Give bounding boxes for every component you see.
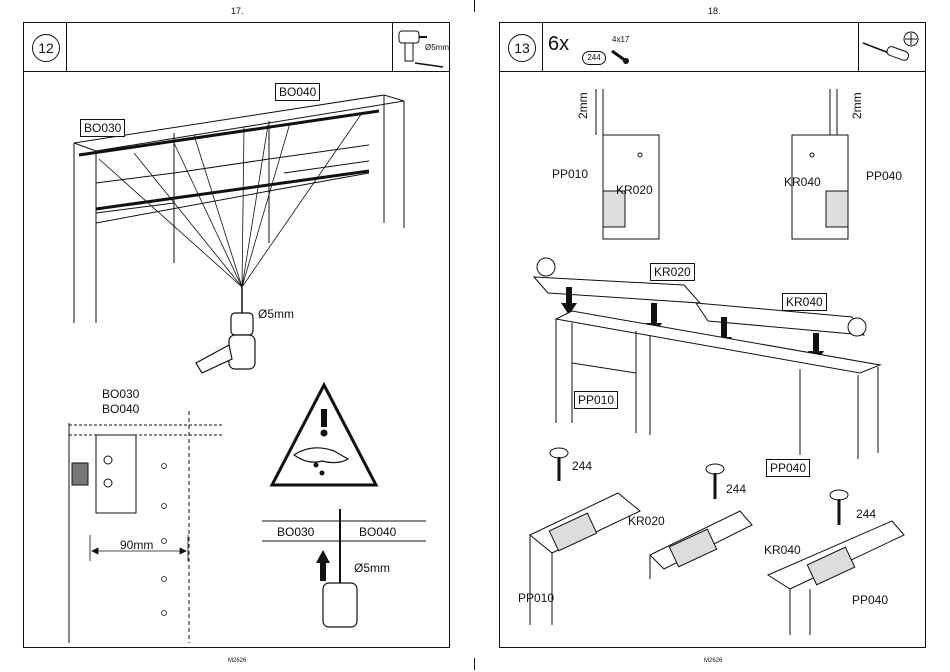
label-pp010-bottom: PP010 <box>518 591 554 605</box>
label-pp040-bottom: PP040 <box>852 593 888 607</box>
instruction-panel-step-12: 12 Ø5mm <box>23 22 450 648</box>
corner-detail-middle <box>650 511 752 579</box>
footer-code-right: M2626 <box>704 658 722 664</box>
drill-bit-up <box>323 571 357 627</box>
label-bo030-top: BO030 <box>80 119 125 137</box>
label-screw-244-a: 244 <box>572 459 592 473</box>
side-panel-detail-right <box>792 89 848 239</box>
rail-front <box>96 171 369 209</box>
page-number-right: 18. <box>708 6 721 16</box>
label-pp010-box: PP010 <box>574 391 618 409</box>
label-kr040-box: KR040 <box>782 293 827 311</box>
label-mm-left: 2mm <box>576 92 590 119</box>
crop-mark-top <box>474 0 475 12</box>
hole-dots <box>162 464 167 616</box>
label-pp040-box: PP040 <box>766 459 810 477</box>
label-kr020-box: KR020 <box>650 263 695 281</box>
corner-detail-right <box>768 521 904 635</box>
label-kr020-bottom: KR020 <box>628 514 665 528</box>
label-pp040-top: PP040 <box>866 169 902 183</box>
label-screw-244-c: 244 <box>856 507 876 521</box>
label-bo040-top: BO040 <box>275 83 320 101</box>
label-drill-size: Ø5mm <box>258 307 294 321</box>
label-detail-bo030: BO030 <box>102 387 139 401</box>
wardrobe-drilling-illustration <box>24 23 451 649</box>
label-kr020-top: KR020 <box>616 183 653 197</box>
hand-drill <box>196 287 255 373</box>
side-panel-detail-left <box>596 89 659 239</box>
label-kr040-bottom: KR040 <box>764 543 801 557</box>
label-distance: 90mm <box>120 538 153 552</box>
label-strip-drill: Ø5mm <box>354 561 390 575</box>
wardrobe-body <box>556 311 880 459</box>
label-mm-right: 2mm <box>850 92 864 119</box>
label-strip-bo040: BO040 <box>359 525 396 539</box>
label-pp010-top: PP010 <box>552 167 588 181</box>
label-kr040-top: KR040 <box>784 175 821 189</box>
instruction-panel-step-13: 13 6x 244 4x17 <box>499 22 926 648</box>
up-arrow <box>316 550 330 581</box>
page-number-left: 17. <box>231 6 244 16</box>
footer-code-left: M2626 <box>228 658 246 664</box>
panel-strip <box>262 509 426 571</box>
label-detail-bo040: BO040 <box>102 402 139 416</box>
label-strip-bo030: BO030 <box>277 525 314 539</box>
label-screw-244-b: 244 <box>726 482 746 496</box>
crop-mark-bottom <box>474 658 475 670</box>
bracket-detail <box>69 411 224 643</box>
corner-detail-left <box>530 493 640 625</box>
